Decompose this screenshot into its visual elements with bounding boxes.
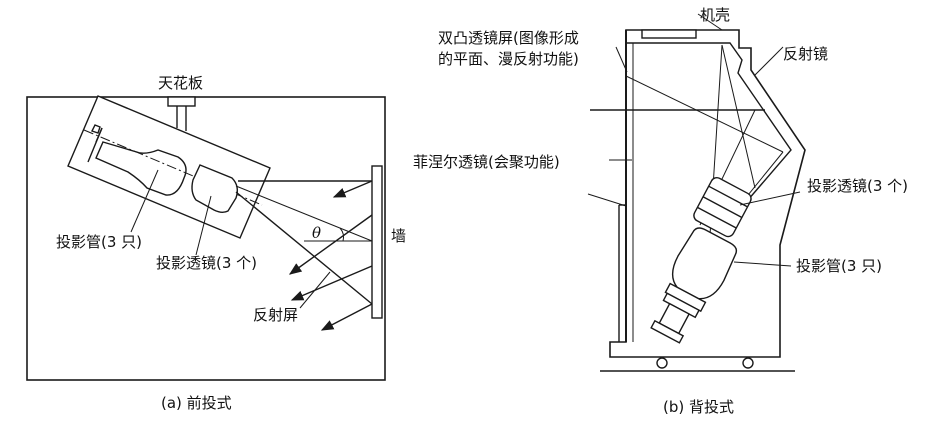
ray-rear-2 [625,75,784,153]
ray-center [235,185,373,242]
label-screen-line1: 双凸透镜屏(图像形成 [438,29,579,47]
rear-lens-band-2 [702,196,743,219]
reflect-arrow-3 [290,265,373,301]
wall-screen [371,165,383,319]
optical-axis [83,129,263,206]
reflect-arrow-4 [320,303,373,331]
reflect-arrow-1 [332,180,373,198]
ray-rear-4 [721,44,756,189]
rear-lens-band-3 [697,206,737,229]
room-outline [26,96,386,381]
caption-front: (a) 前投式 [161,394,232,412]
label-theta: θ [312,224,321,242]
reflect-arrow-2 [288,214,373,275]
rear-tube-body [671,227,738,300]
ceiling-mount [167,96,196,107]
tube-base [91,124,101,134]
wheel-right [742,357,754,369]
fresnel-ray [587,193,627,207]
rear-lens-band-1 [708,185,748,208]
rear-tube-leader [733,261,792,267]
lens-leader [195,195,212,256]
screen-rear-leader [615,46,628,73]
label-rear-tube: 投影管(3 只) [796,257,882,275]
label-cabinet: 机壳 [700,6,730,24]
rear-lens-leader [739,191,801,206]
projector-housing [67,95,271,239]
front-projection-figure [26,95,386,381]
wheel-left [656,357,668,369]
tube-leader [130,169,159,233]
rear-tube-socket [650,319,685,344]
ray-bottom [235,191,373,305]
cabinet-top-plate [641,29,697,39]
cabinet-outline [609,29,806,358]
label-rear-lens: 投影透镜(3 个) [807,177,908,195]
label-wall: 墙 [391,227,406,245]
tube-rear-edge [95,127,103,143]
label-ceiling: 天花板 [158,74,203,92]
mirror-leader [754,46,784,76]
label-front-lens: 投影透镜(3 个) [156,254,257,272]
cabinet-inner [626,42,792,216]
rear-tube-group [650,227,738,344]
rear-lens-group [693,177,752,238]
tube-body [95,141,187,196]
cabinet-leader [697,13,723,31]
label-reflective-screen: 反射屏 [253,306,298,324]
theta-arc [339,227,345,242]
label-mirror: 反射镜 [783,45,828,63]
screen-leader [299,271,331,309]
label-front-tube: 投影管(3 只) [56,233,142,251]
rear-projection-figure [587,13,806,372]
caption-rear: (b) 背投式 [663,398,734,416]
label-fresnel: 菲涅尔透镜(会聚功能) [413,153,560,171]
label-screen-line2: 的平面、漫反射功能) [438,50,579,68]
